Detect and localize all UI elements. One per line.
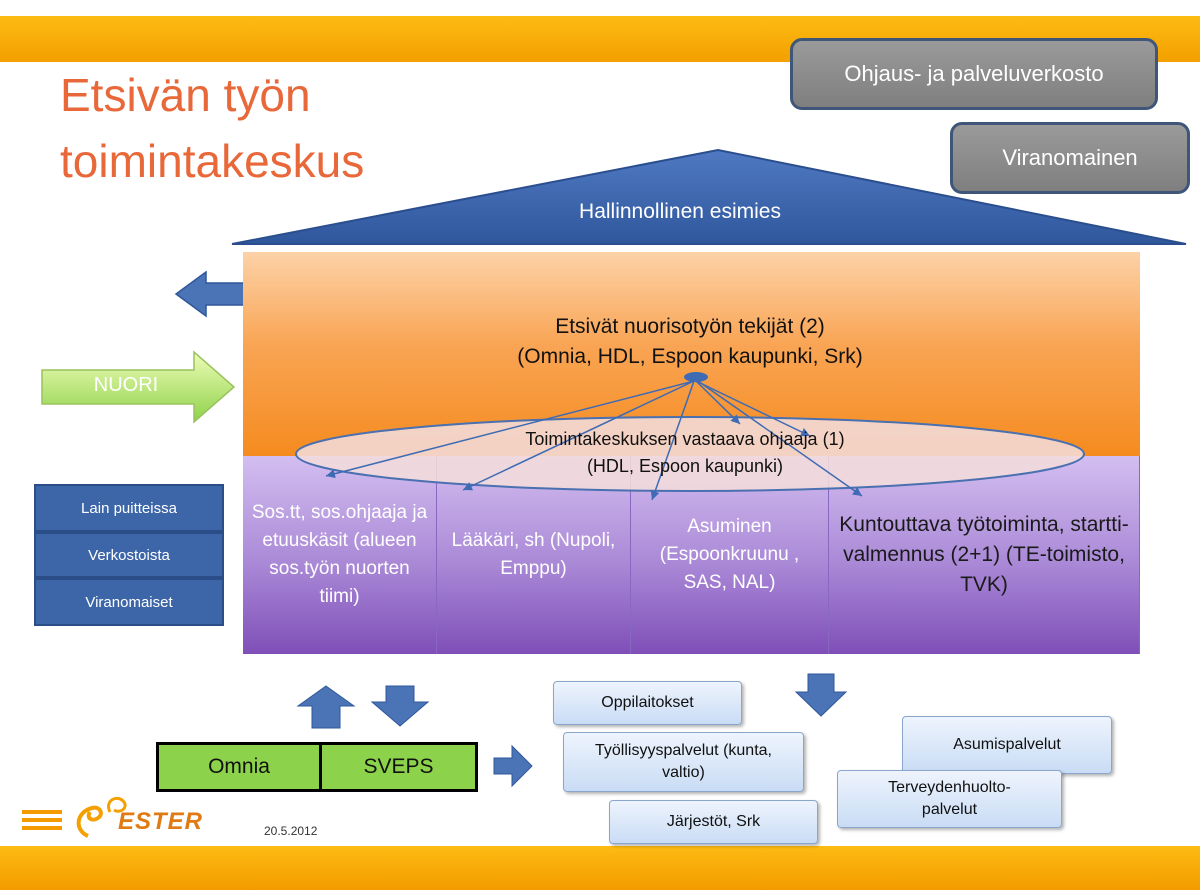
supervisor-text: Toimintakeskuksen vastaava ohjaaja (1) (… [420, 426, 950, 480]
omnia-segment: Omnia [156, 742, 322, 792]
title-line-1: Etsivän työn [60, 69, 311, 121]
title-line-2: toimintakeskus [60, 135, 365, 187]
employment-box: Työllisyyspalvelut (kunta, valtio) [563, 732, 804, 792]
column-social-work: Sos.tt, sos.ohjaaja ja etuuskäsit (aluee… [243, 456, 437, 654]
nuori-label: NUORI [93, 374, 159, 396]
connector-arrow-4 [695, 380, 811, 437]
slide-title: Etsivän työn toimintakeskus [60, 62, 480, 194]
down-arrow-icon [370, 685, 430, 727]
left-box-law: Lain puitteissa [34, 484, 224, 532]
connector-arrow-3 [650, 380, 695, 501]
column-rehab-work: Kuntouttava työtoiminta, startti-valmenn… [829, 456, 1140, 654]
authority-box: Viranomainen [950, 122, 1190, 194]
bottom-accent-band [0, 846, 1200, 890]
ester-logo-text: ESTER [118, 808, 204, 835]
supervisor-line-2: (HDL, Espoon kaupunki) [586, 456, 784, 476]
left-box-authorities: Viranomaiset [34, 578, 224, 626]
housing-services-box: Asumispalvelut [902, 716, 1112, 774]
up-arrow-icon [296, 685, 356, 729]
connector-arrow-6 [695, 380, 741, 425]
left-box-networks: Verkostoista [34, 532, 224, 578]
hub-node [684, 372, 708, 382]
roof-label: Hallinnollinen esimies [579, 200, 781, 223]
right-arrow-icon [493, 744, 533, 788]
connector-arrow-2 [462, 380, 695, 491]
schools-box: Oppilaitokset [553, 681, 742, 725]
supervisor-ellipse [295, 416, 1085, 492]
sveps-segment: SVEPS [319, 742, 478, 792]
nuori-arrow-icon [41, 350, 236, 424]
youth-workers-text: Etsivät nuorisotyön tekijät (2) (Omnia, … [340, 312, 1040, 372]
organizations-box: Järjestöt, Srk [609, 800, 818, 844]
connector-arrow-5 [697, 380, 863, 497]
down-arrow-right-icon [794, 673, 848, 717]
footer-date: 20.5.2012 [264, 824, 318, 838]
youth-workers-line-2: (Omnia, HDL, Espoon kaupunki, Srk) [517, 345, 863, 368]
youth-workers-line-1: Etsivät nuorisotyön tekijät (2) [555, 315, 825, 338]
connector-arrow-1 [325, 380, 695, 479]
network-box: Ohjaus- ja palveluverkosto [790, 38, 1158, 110]
ester-logo-graphic [22, 796, 127, 838]
roof-triangle [231, 148, 1187, 245]
health-services-box: Terveydenhuolto-palvelut [837, 770, 1062, 828]
supervisor-line-1: Toimintakeskuksen vastaava ohjaaja (1) [525, 429, 845, 449]
